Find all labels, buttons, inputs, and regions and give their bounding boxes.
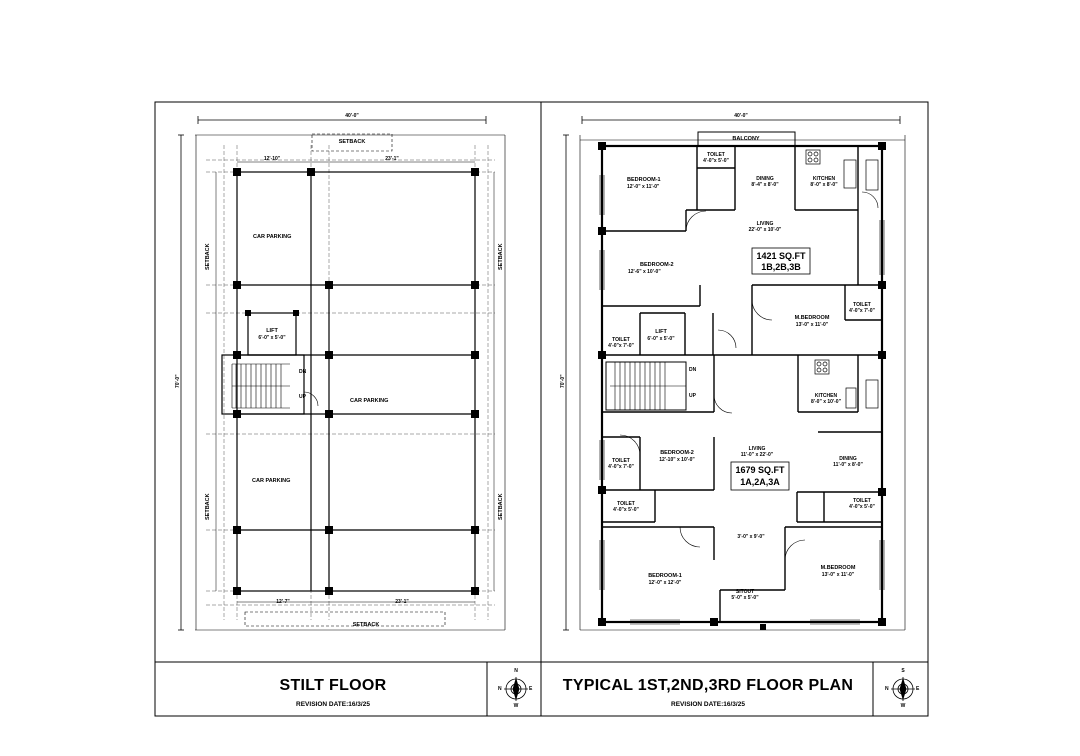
stilt-floor-title: STILT FLOOR xyxy=(279,677,387,694)
typical-bedroom-1-top-size: 12'-0" x 11'-0" xyxy=(627,184,660,190)
typical-balcony: BALCONY xyxy=(732,136,760,142)
typical-lift-size: 6'-0" x 5'-0" xyxy=(647,336,675,342)
compass-w-label-2: N xyxy=(885,686,889,692)
compass-e-label-2: E xyxy=(916,686,920,692)
stilt-setback-left-bottom: SETBACK xyxy=(205,493,211,520)
stilt-car-parking-1: CAR PARKING xyxy=(253,234,292,240)
stilt-car-parking-2: CAR PARKING xyxy=(350,398,389,404)
typical-bedroom-1-top: BEDROOM-1 xyxy=(627,177,661,183)
typical-dining-top: DINING xyxy=(756,176,774,182)
typical-dining-bottom-size: 11'-0" x 8'-0" xyxy=(833,462,863,468)
sheet-border-left xyxy=(154,101,542,717)
stilt-up: UP xyxy=(299,394,306,400)
stilt-setback-right-top: SETBACK xyxy=(498,243,504,270)
typical-toilet-left-size: 4'-0"x 7'-0" xyxy=(608,343,634,349)
typical-toilet-b3-size: 4'-0"x 5'-0" xyxy=(849,504,875,510)
stilt-lift: LIFT xyxy=(266,328,278,334)
compass-s-label: W xyxy=(513,703,519,709)
typical-toilet-b2: TOILET xyxy=(617,501,635,507)
typical-toilet-mb-top-size: 4'-0"x 7'-0" xyxy=(849,308,875,314)
typical-mbedroom-top: M.BEDROOM xyxy=(794,315,830,321)
typical-bedroom-2-bottom-size: 12'-10" x 10'-0" xyxy=(659,457,695,463)
typical-mbedroom-bottom: M.BEDROOM xyxy=(820,565,856,571)
typical-sitout-size: 5'-0" x 5'-0" xyxy=(731,595,759,601)
typical-toilet-b2-size: 4'-0"x 5'-0" xyxy=(613,507,639,513)
stilt-dn: DN xyxy=(299,369,307,375)
typical-bedroom-1-bottom-size: 12'-0" x 12'-0" xyxy=(648,580,682,586)
compass-n-label-2: S xyxy=(901,668,905,674)
compass-w-label: N xyxy=(498,686,502,692)
typical-bedroom-2-top: BEDROOM-2 xyxy=(640,262,674,268)
stilt-floor-plan xyxy=(178,116,506,631)
typical-toilet-top-size: 4'-0"x 5'-0" xyxy=(703,158,729,164)
stilt-setback-top: SETBACK xyxy=(338,139,366,145)
stilt-overall-width: 40'-0" xyxy=(345,113,359,119)
typical-toilet-b1: TOILET xyxy=(612,458,630,464)
typical-dn: DN xyxy=(689,367,697,373)
typical-up: UP xyxy=(689,393,696,399)
stilt-lift-size: 6'-0" x 5'-0" xyxy=(258,335,286,341)
typical-passage-size: 3'-0" x 9'-0" xyxy=(737,534,765,540)
typical-bedroom-1-bottom: BEDROOM-1 xyxy=(648,573,682,579)
compass-icon xyxy=(891,677,915,701)
stilt-setback-right-bottom: SETBACK xyxy=(498,493,504,520)
typical-kitchen-bottom: KITCHEN xyxy=(814,393,838,399)
typical-sitout: SITOUT xyxy=(735,589,755,595)
compass-e-label: E xyxy=(529,686,533,692)
typical-area-bottom: 1679 SQ.FT xyxy=(735,465,785,475)
typical-living-top-size: 22'-0" x 10'-0" xyxy=(748,227,782,233)
typical-units-top: 1B,2B,3B xyxy=(761,262,801,272)
typical-toilet-b3: TOILET xyxy=(853,498,871,504)
stilt-dim-bottom-right: 23'-1" xyxy=(395,599,409,605)
sheet-border-right xyxy=(540,101,929,717)
stilt-dim-top-left: 12'-10" xyxy=(263,156,281,162)
typical-toilet-left: TOILET xyxy=(612,337,630,343)
typical-toilet-b1-size: 4'-0"x 7'-0" xyxy=(608,464,634,470)
typical-lift: LIFT xyxy=(655,329,667,335)
typical-living-bottom: LIVING xyxy=(748,446,766,452)
typical-living-bottom-size: 11'-0" x 22'-0" xyxy=(740,452,774,458)
compass-icon xyxy=(504,677,528,701)
typical-units-bottom: 1A,2A,3A xyxy=(740,477,780,487)
typical-toilet-top: TOILET xyxy=(707,152,725,158)
typical-mbedroom-bottom-size: 13'-0" x 11'-0" xyxy=(821,572,855,578)
typical-kitchen-top-size: 8'-0" x 8'-0" xyxy=(810,182,838,188)
typical-bedroom-2-bottom: BEDROOM-2 xyxy=(660,450,694,456)
typical-dining-top-size: 8'-4" x 8'-0" xyxy=(751,182,779,188)
stilt-dim-top-right: 23'-1" xyxy=(385,156,399,162)
typical-overall-width: 40'-0" xyxy=(734,113,748,119)
stilt-overall-length: 70'-0" xyxy=(175,374,181,388)
compass-s-label-2: W xyxy=(900,703,906,709)
stilt-setback-bottom: SETBACK xyxy=(352,622,380,628)
typical-overall-length: 70'-0" xyxy=(560,374,566,388)
typical-mbedroom-top-size: 13'-0" x 11'-0" xyxy=(795,322,829,328)
typical-toilet-mb-top: TOILET xyxy=(853,302,871,308)
typical-kitchen-top: KITCHEN xyxy=(812,176,836,182)
typical-bedroom-2-top-size: 12'-6" x 10'-0" xyxy=(628,269,661,275)
typical-revision-date: REVISION DATE:16/3/25 xyxy=(671,701,745,708)
stilt-setback-left-top: SETBACK xyxy=(205,243,211,270)
compass-n-label: N xyxy=(514,668,518,674)
stilt-car-parking-3: CAR PARKING xyxy=(252,478,291,484)
typical-living-top: LIVING xyxy=(756,221,774,227)
typical-area-top: 1421 SQ.FT xyxy=(756,251,806,261)
typical-floor-plan xyxy=(563,116,906,631)
stilt-dim-bottom-left: 12'-7" xyxy=(276,599,290,605)
typical-kitchen-bottom-size: 8'-0" x 10'-0" xyxy=(811,399,841,405)
typical-floor-title: TYPICAL 1ST,2ND,3RD FLOOR PLAN xyxy=(562,677,854,694)
stilt-revision-date: REVISION DATE:16/3/25 xyxy=(296,701,370,708)
typical-dining-bottom: DINING xyxy=(839,456,857,462)
